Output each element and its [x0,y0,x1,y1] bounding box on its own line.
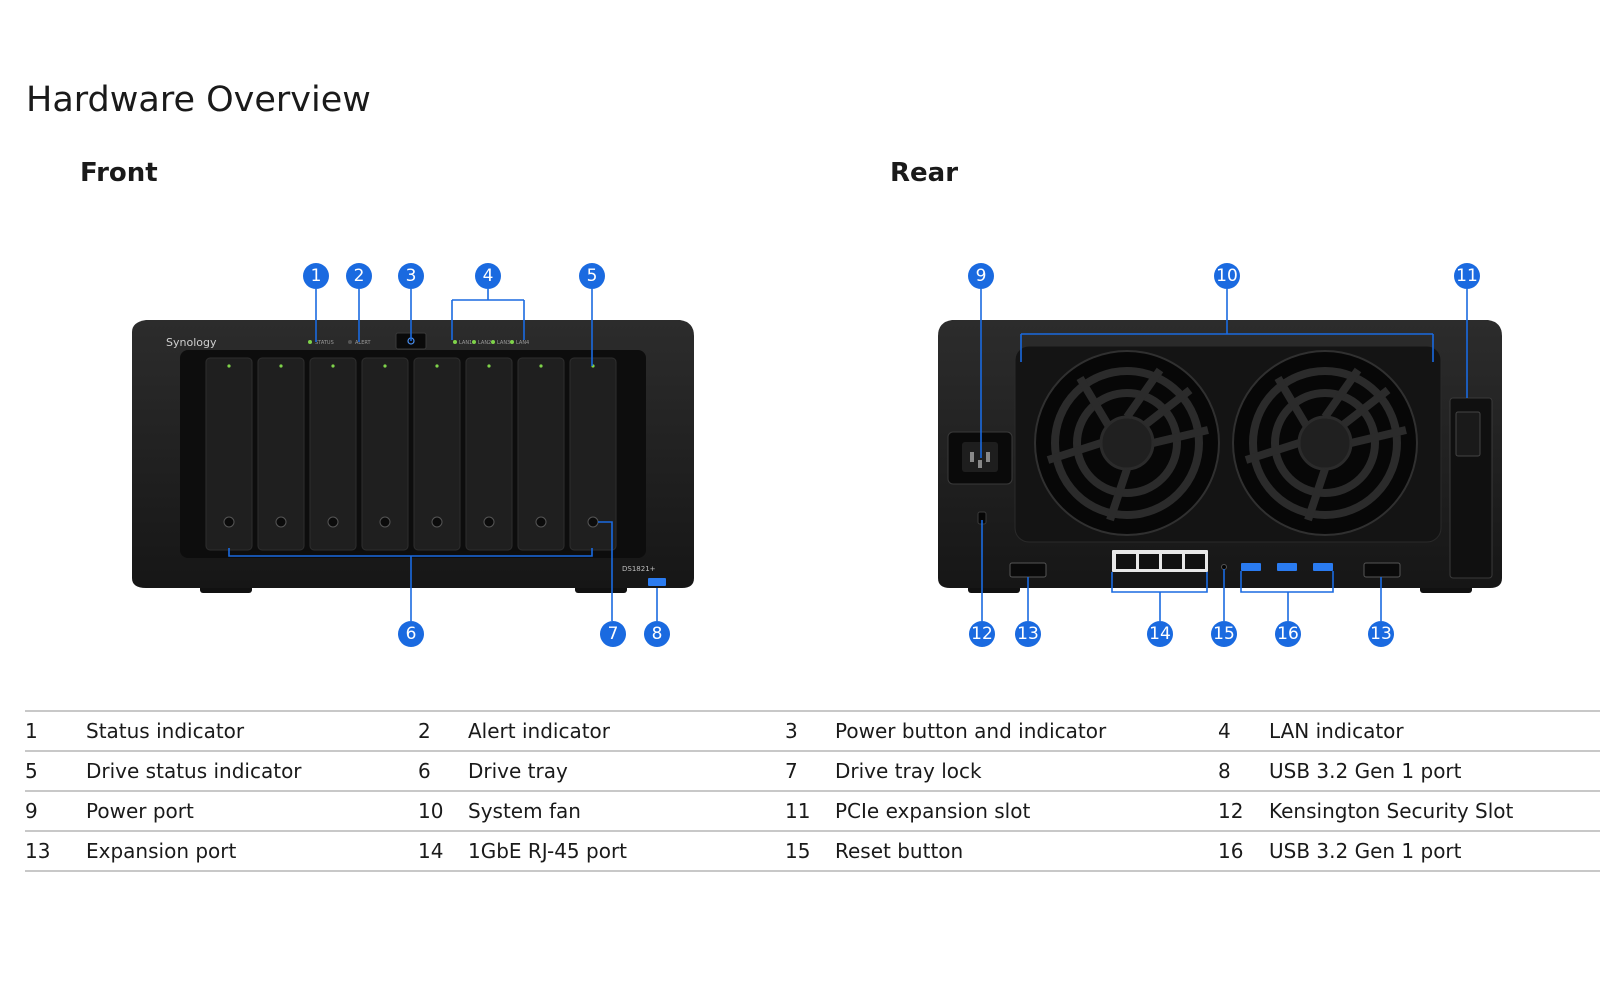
svg-text:3: 3 [406,266,417,286]
legend-number: 9 [25,799,38,823]
svg-text:13: 13 [1017,624,1039,644]
legend-number: 11 [785,799,811,823]
legend-number: 1 [25,719,38,743]
legend-label: Kensington Security Slot [1269,799,1514,823]
svg-text:16: 16 [1277,624,1299,644]
legend-number: 15 [785,839,811,863]
legend-table: 1 Status indicator 2 Alert indicator 3 P… [25,710,1600,872]
callout-7: 7 [600,621,626,647]
legend-label: Expansion port [86,839,237,863]
table-row: 13 Expansion port 14 1GbE RJ-45 port 15 … [25,831,1600,871]
legend-label: System fan [468,799,581,823]
callout-3: 3 [398,263,424,289]
svg-text:13: 13 [1370,624,1392,644]
drive-trays [205,357,617,551]
rear-leader-lines [980,289,1468,621]
legend-number: 5 [25,759,38,783]
legend-number: 14 [418,839,444,863]
callout-9: 9 [968,263,994,289]
svg-text:8: 8 [652,624,663,644]
callout-8: 8 [644,621,670,647]
legend-label: USB 3.2 Gen 1 port [1269,839,1462,863]
svg-text:4: 4 [483,266,494,286]
model-label: DS1821+ [622,565,656,573]
svg-text:12: 12 [971,624,993,644]
indicator-label-lan3: LAN3 [497,340,510,346]
callout-5: 5 [579,263,605,289]
fan-icon [1034,350,1220,536]
svg-text:9: 9 [976,266,987,286]
callout-2: 2 [346,263,372,289]
table-row: 9 Power port 10 System fan 11 PCIe expan… [25,791,1600,831]
callout-13: 13 [1368,621,1394,647]
legend-number: 10 [418,799,444,823]
rear-usb-port [1277,563,1297,571]
indicator-label-lan2: LAN2 [478,340,491,346]
callout-12: 12 [969,621,995,647]
legend-label: LAN indicator [1269,719,1404,743]
legend-number: 8 [1218,759,1231,783]
callout-10: 10 [1214,263,1240,289]
callout-15: 15 [1211,621,1237,647]
legend-label: Power port [86,799,194,823]
svg-text:5: 5 [587,266,598,286]
rear-heading: Rear [890,158,959,188]
hardware-diagram: Synology STATUS ALERT LAN1 LAN2 LAN3 LAN… [132,263,1502,647]
legend-label: Status indicator [86,719,245,743]
legend-number: 16 [1218,839,1244,863]
table-row: 1 Status indicator 2 Alert indicator 3 P… [25,711,1600,751]
callout-14: 14 [1147,621,1173,647]
rear-unit [938,320,1502,593]
callout-6: 6 [398,621,424,647]
callout-4: 4 [475,263,501,289]
indicator-label-status: STATUS [315,340,334,346]
indicator-label-lan1: LAN1 [459,340,472,346]
legend-number: 7 [785,759,798,783]
legend-number: 6 [418,759,431,783]
table-row: 5 Drive status indicator 6 Drive tray 7 … [25,751,1600,791]
legend-number: 12 [1218,799,1244,823]
rear-usb-port [1313,563,1333,571]
legend-label: PCIe expansion slot [835,799,1031,823]
legend-label: Reset button [835,839,964,863]
svg-text:11: 11 [1456,266,1478,286]
legend-number: 13 [25,839,51,863]
svg-text:10: 10 [1216,266,1238,286]
legend-number: 3 [785,719,798,743]
legend-label: Drive tray [468,759,568,783]
svg-text:2: 2 [354,266,365,286]
svg-text:14: 14 [1149,624,1171,644]
legend-label: USB 3.2 Gen 1 port [1269,759,1462,783]
front-heading: Front [80,158,158,188]
legend-label: 1GbE RJ-45 port [468,839,628,863]
brand-logo: Synology [166,336,217,349]
legend-label: Alert indicator [468,719,611,743]
callout-16: 16 [1275,621,1301,647]
front-unit: Synology STATUS ALERT LAN1 LAN2 LAN3 LAN… [132,320,694,593]
svg-text:1: 1 [311,266,322,286]
legend-label: Drive status indicator [86,759,302,783]
rear-usb-port [1241,563,1261,571]
indicator-label-lan4: LAN4 [516,340,529,346]
page-title: Hardware Overview [26,80,371,120]
indicator-row: STATUS ALERT LAN1 LAN2 LAN3 LAN4 [308,340,529,346]
front-usb-port [648,578,666,586]
svg-text:6: 6 [406,624,417,644]
legend-label: Power button and indicator [835,719,1107,743]
legend-number: 2 [418,719,431,743]
callout-13: 13 [1015,621,1041,647]
expansion-port [1009,562,1047,578]
svg-text:15: 15 [1213,624,1235,644]
legend-number: 4 [1218,719,1231,743]
svg-text:7: 7 [608,624,619,644]
callout-1: 1 [303,263,329,289]
expansion-port [1363,562,1401,578]
reset-button [1221,564,1227,570]
indicator-label-alert: ALERT [355,340,371,346]
front-leader-lines [228,289,658,621]
legend-label: Drive tray lock [835,759,982,783]
callout-11: 11 [1454,263,1480,289]
fan-icon [1232,350,1418,536]
lan-ports [1112,550,1208,572]
